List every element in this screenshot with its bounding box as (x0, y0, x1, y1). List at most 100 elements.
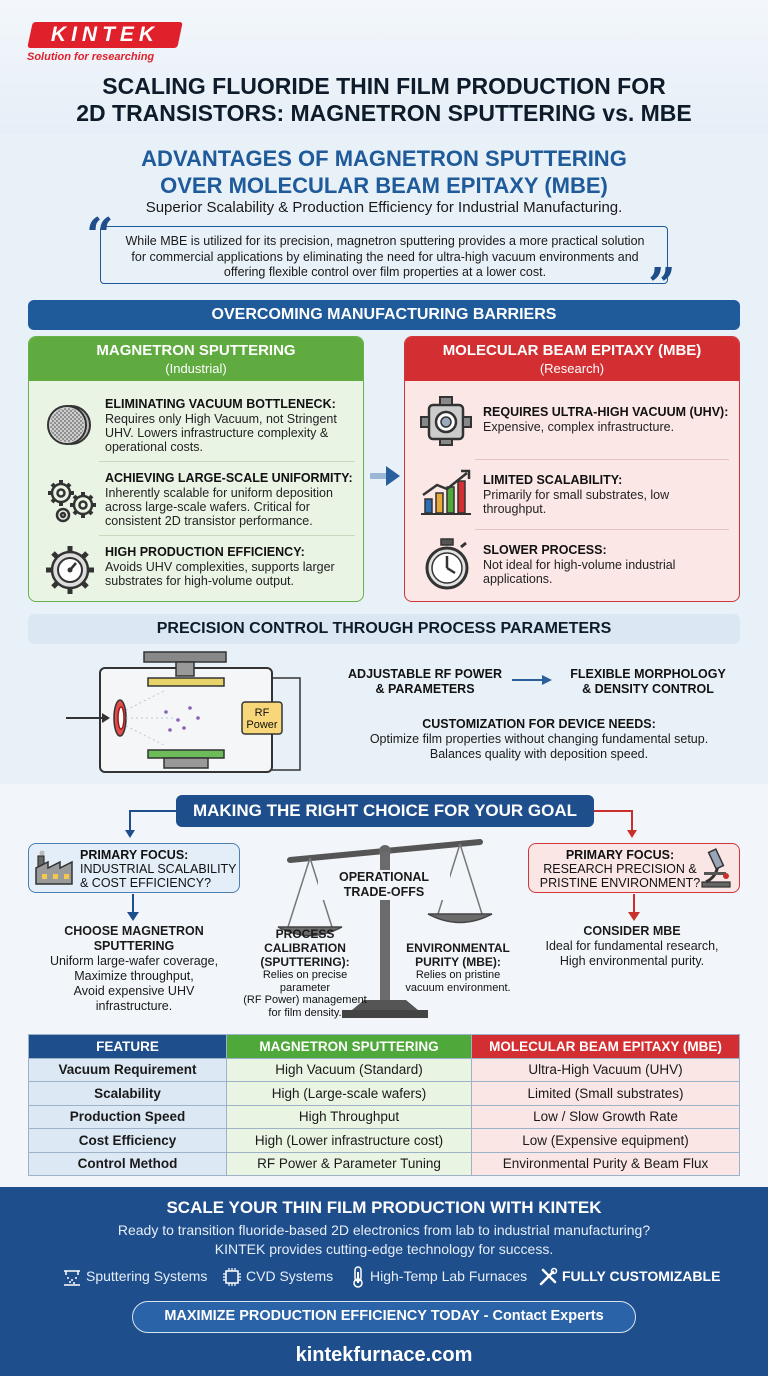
sputtering-item-3-desc: Avoids UHV complexities, supports larger… (105, 560, 335, 588)
env-desc-1: Relies on pristine (415, 969, 501, 981)
calib-desc-2: (RF Power) management (243, 994, 367, 1006)
service-customizable[interactable]: FULLY CUSTOMIZABLE (562, 1268, 721, 1284)
service-furnaces[interactable]: High-Temp Lab Furnaces (370, 1268, 528, 1284)
env-line1: ENVIRONMENTAL (406, 941, 510, 955)
tradeoffs-line1: OPERATIONAL (338, 870, 430, 884)
left-result-desc-4: infrastructure. (95, 999, 173, 1013)
mbe-item-3-title: SLOWER PROCESS: (483, 543, 607, 557)
customization-desc-line2: Balances quality with deposition speed. (429, 747, 649, 761)
sputtering-item-3-title: HIGH PRODUCTION EFFICIENCY: (105, 545, 305, 559)
table-header-row: FEATURE MAGNETRON SPUTTERING MOLECULAR B… (28, 1034, 740, 1059)
advantages-title-line2: OVER MOLECULAR BEAM EPITAXY (MBE) (160, 173, 608, 198)
cta-line1: Ready to transition fluoride-based 2D el… (117, 1222, 651, 1238)
service-cvd[interactable]: CVD Systems (246, 1268, 334, 1284)
sputtering-icon (64, 1270, 80, 1286)
sputtering-item-1-desc: Requires only High Vacuum, not Stringent… (105, 412, 337, 454)
table-cell: Ultra-High Vacuum (UHV) (471, 1057, 740, 1082)
table-row: Cost Efficiency High (Lower infrastructu… (28, 1128, 740, 1153)
calib-desc-1: Relies on precise parameter (262, 969, 348, 994)
arrow-right-icon (512, 675, 552, 685)
open-quote-icon: “ (86, 208, 114, 264)
env-line2: PURITY (MBE): (415, 955, 501, 969)
footer (0, 1187, 768, 1376)
env-desc-2: vacuum environment. (405, 981, 511, 994)
mbe-subtitle: (Research) (539, 361, 605, 376)
mbe-title: MOLECULAR BEAM EPITAXY (MBE) (442, 342, 702, 359)
sputtering-item-2-desc: Inherently scalable for uniform depositi… (105, 486, 333, 528)
website-link[interactable]: kintekfurnace.com (295, 1344, 473, 1366)
right-result-line1: CONSIDER MBE (583, 924, 681, 938)
table-cell: Scalability (28, 1081, 227, 1106)
param-left-line2: & PARAMETERS (375, 682, 475, 696)
focus-industrial-line1: PRIMARY FOCUS: (80, 848, 189, 862)
divider (475, 459, 729, 460)
table-row: Scalability High (Large-scale wafers) Li… (28, 1081, 740, 1106)
mbe-item-1-desc: Expensive, complex infrastructure. (483, 420, 675, 434)
balance-scale-icon (277, 839, 493, 1018)
stopwatch-icon (425, 538, 469, 590)
cta-title: SCALE YOUR THIN FILM PRODUCTION WITH KIN… (166, 1198, 602, 1217)
left-result: CHOOSE MAGNETRON SPUTTERING Uniform larg… (28, 924, 240, 1014)
table-cell: Environmental Purity & Beam Flux (471, 1151, 740, 1176)
mbe-item-2-desc: Primarily for small substrates, low thro… (483, 488, 670, 516)
param-right-line1: FLEXIBLE MORPHOLOGY (570, 667, 726, 681)
mbe-panel-header: MOLECULAR BEAM EPITAXY (MBE) (Research) (405, 337, 739, 381)
advantages-subtitle: Superior Scalability & Production Effici… (145, 199, 623, 216)
sputtering-subtitle: (Industrial) (165, 361, 227, 376)
right-result-desc-1: Ideal for fundamental research, (545, 939, 719, 953)
table-cell: RF Power & Parameter Tuning (226, 1151, 472, 1176)
table-cell: High (Lower infrastructure cost) (226, 1128, 472, 1153)
table-cell: Vacuum Requirement (28, 1057, 227, 1082)
arrow-down-icon (127, 894, 139, 921)
param-left-line1: ADJUSTABLE RF POWER (348, 667, 502, 681)
left-result-line2: SPUTTERING (93, 939, 175, 953)
table-row: Control Method RF Power & Parameter Tuni… (28, 1151, 740, 1176)
choice-connectors (125, 810, 637, 838)
table-cell: High Throughput (226, 1104, 472, 1129)
mbe-item-1-title: REQUIRES ULTRA-HIGH VACUUM (UHV): (483, 405, 729, 419)
contact-experts-button[interactable]: MAXIMIZE PRODUCTION EFFICIENCY TODAY - C… (132, 1301, 636, 1333)
comparison-table: FEATURE MAGNETRON SPUTTERING MOLECULAR B… (28, 1034, 740, 1176)
service-sputtering[interactable]: Sputtering Systems (86, 1268, 208, 1284)
sputtering-chamber-diagram: RF Power (66, 651, 301, 773)
tradeoffs-label: OPERATIONAL TRADE-OFFS (318, 870, 450, 900)
divider (99, 461, 355, 462)
table-cell: Low / Slow Growth Rate (471, 1104, 740, 1129)
customization-title: CUSTOMIZATION FOR DEVICE NEEDS: (422, 717, 656, 731)
left-result-desc-2: Maximize throughput, (74, 969, 194, 983)
right-result-desc-2: High environmental purity. (559, 954, 705, 968)
table-header-mbe: MOLECULAR BEAM EPITAXY (MBE) (471, 1034, 740, 1059)
arrow-right-icon (370, 466, 400, 486)
table-row: Production Speed High Throughput Low / S… (28, 1104, 740, 1129)
rf-label-2: Power (246, 719, 278, 731)
calib-line1: PROCESS (275, 927, 335, 941)
page-title: SCALING FLUORIDE THIN FILM PRODUCTION FO… (0, 73, 768, 127)
customization-desc: Optimize film properties without changin… (330, 732, 748, 762)
vacuum-chamber-icon (420, 396, 472, 446)
cta-line2: KINTEK provides cutting-edge technology … (214, 1241, 554, 1257)
microscope-icon (701, 848, 731, 888)
sputtering-item-2-title: ACHIEVING LARGE-SCALE UNIFORMITY: (105, 471, 353, 485)
param-right: FLEXIBLE MORPHOLOGY & DENSITY CONTROL (548, 667, 748, 697)
calib-desc-3: for film density. (268, 1006, 342, 1019)
process-calibration: PROCESS CALIBRATION (SPUTTERING): Relies… (242, 927, 368, 1019)
customization-desc-line1: Optimize film properties without changin… (369, 732, 709, 746)
cvd-icon (223, 1268, 241, 1286)
focus-research-line2: RESEARCH PRECISION & (543, 862, 697, 876)
sputtering-item-1-title: ELIMINATING VACUUM BOTTLENECK: (105, 397, 336, 411)
divider (475, 529, 729, 530)
right-result: CONSIDER MBE Ideal for fundamental resea… (520, 924, 744, 969)
table-cell: Cost Efficiency (28, 1128, 227, 1153)
table-cell: Limited (Small substrates) (471, 1081, 740, 1106)
tools-icon (539, 1267, 558, 1286)
logo[interactable]: KINTEK (50, 23, 160, 46)
gear-gauge-icon (46, 546, 94, 594)
barriers-banner: OVERCOMING MANUFACTURING BARRIERS (28, 300, 740, 330)
left-result-desc-3: Avoid expensive UHV (73, 984, 195, 998)
table-cell: Low (Expensive equipment) (471, 1128, 740, 1153)
factory-icon (35, 850, 73, 885)
mbe-item-2-title: LIMITED SCALABILITY: (483, 473, 623, 487)
table-row: Vacuum Requirement High Vacuum (Standard… (28, 1057, 740, 1082)
table-cell: High (Large-scale wafers) (226, 1081, 472, 1106)
sputtering-panel-header: MAGNETRON SPUTTERING (Industrial) (29, 337, 363, 381)
